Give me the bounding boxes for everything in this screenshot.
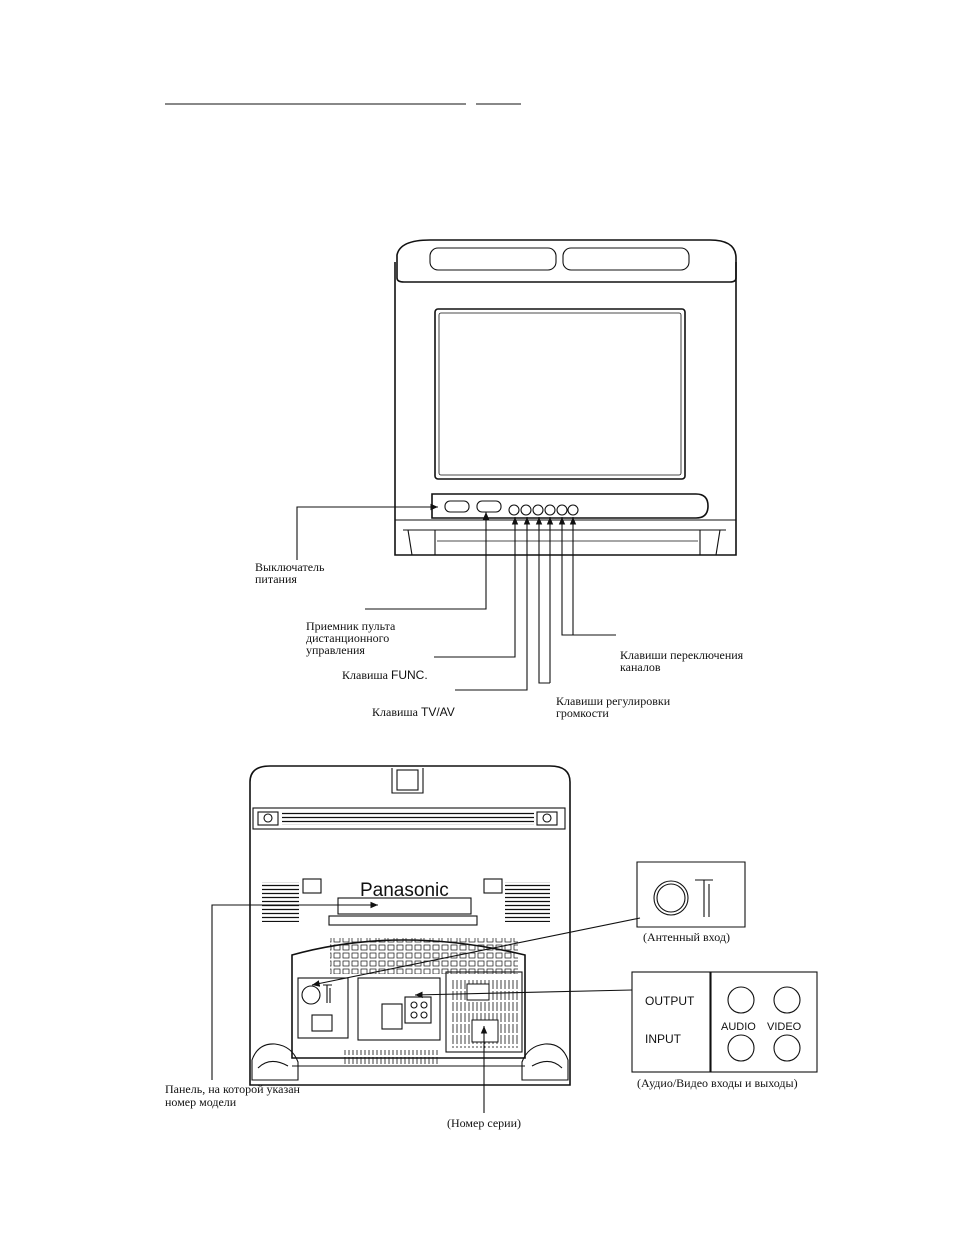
channel-keys-label-2: каналов [620, 660, 661, 674]
tv-front-view [395, 240, 736, 555]
model-panel-label-1: Панель, на которой указан [165, 1082, 301, 1096]
output-label: OUTPUT [645, 994, 695, 1008]
tvav-key-label: Клавиша TV/AV [372, 705, 455, 719]
av-io-label: (Аудио/Видео входы и выходы) [637, 1076, 798, 1090]
remote-receiver-label-3: управления [306, 643, 365, 657]
func-key-label: Клавиша FUNC. [342, 668, 428, 682]
front-text: Выключатель питания Приемник пульта дист… [255, 560, 744, 720]
model-panel-label-2: номер модели [165, 1095, 237, 1109]
audio-label: AUDIO [721, 1021, 756, 1033]
av-inset: OUTPUT INPUT AUDIO VIDEO [632, 972, 817, 1072]
front-leaders [297, 507, 616, 690]
input-label: INPUT [645, 1032, 682, 1046]
volume-keys-label-2: громкости [556, 706, 609, 720]
video-label: VIDEO [767, 1021, 802, 1033]
antenna-inset [637, 862, 745, 927]
tv-rear-view: Panasonic [250, 766, 570, 1085]
antenna-input-label: (Антенный вход) [643, 930, 730, 944]
serial-number-label: (Номер серии) [447, 1116, 521, 1130]
power-switch-label-2: питания [255, 572, 297, 586]
